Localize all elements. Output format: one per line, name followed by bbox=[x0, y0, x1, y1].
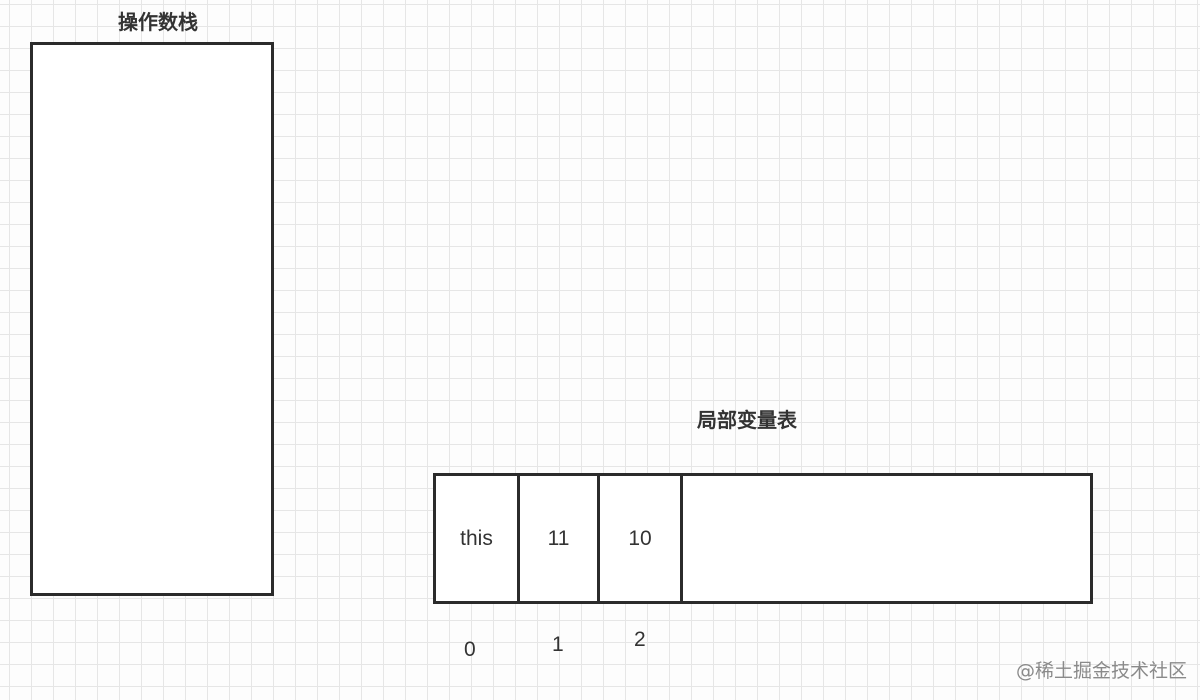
lvt-slot-empty bbox=[683, 476, 1090, 601]
watermark: @稀土掘金技术社区 bbox=[1016, 660, 1188, 682]
local-variable-table: this 11 10 bbox=[433, 473, 1093, 604]
slot-index-0: 0 bbox=[464, 638, 476, 661]
operand-stack-box bbox=[30, 42, 274, 596]
lvt-slot-0: this bbox=[436, 476, 520, 601]
operand-stack-title: 操作数栈 bbox=[118, 10, 198, 34]
slot-index-2: 2 bbox=[634, 628, 646, 651]
local-variable-table-title: 局部变量表 bbox=[697, 408, 797, 432]
lvt-slot-2: 10 bbox=[600, 476, 683, 601]
slot-index-1: 1 bbox=[552, 633, 564, 656]
lvt-slot-1: 11 bbox=[520, 476, 600, 601]
